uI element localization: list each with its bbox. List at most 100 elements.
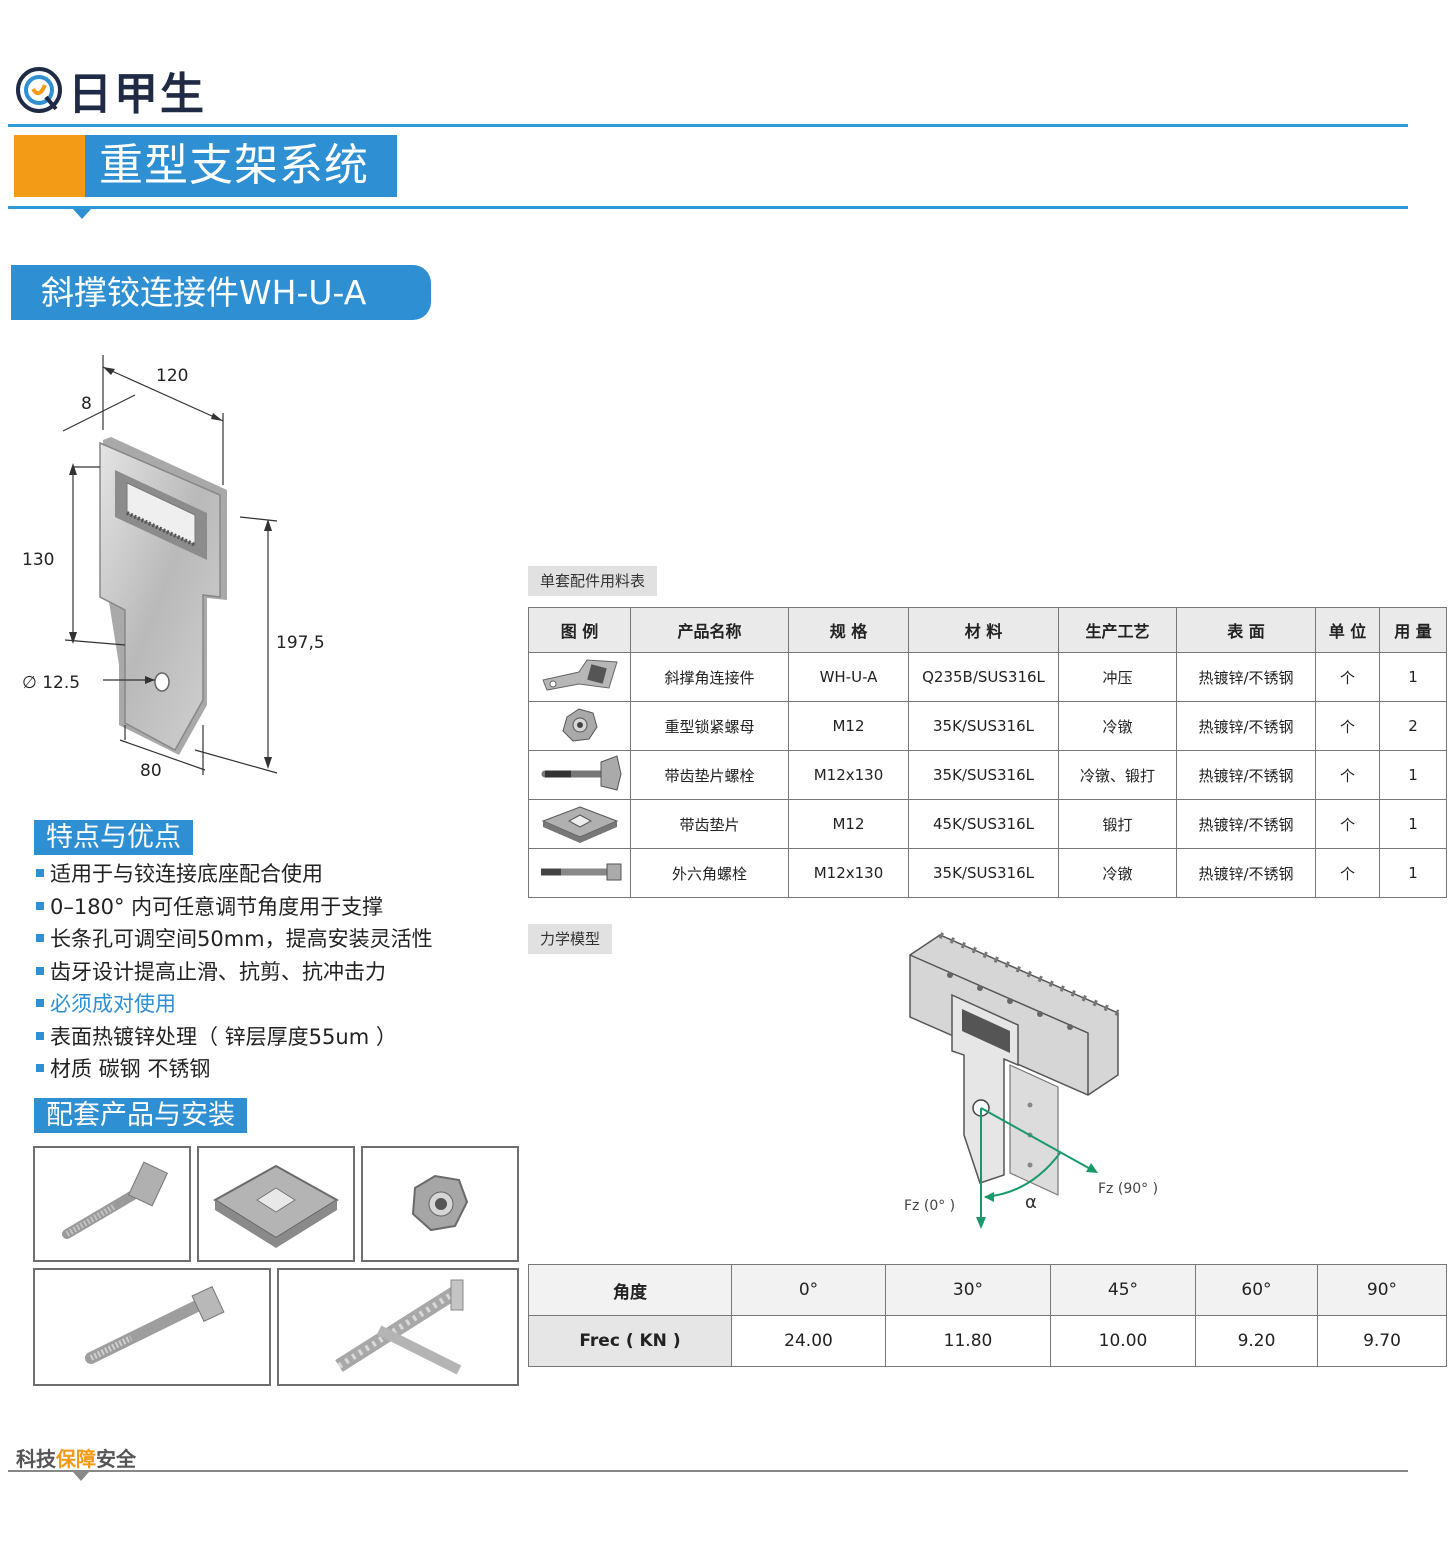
serrated-washer-icon xyxy=(541,806,618,843)
feature-item: 表面热镀锌处理（ 锌层厚度55um ） xyxy=(36,1021,506,1054)
cell-qty: 1 xyxy=(1379,848,1447,898)
cell-surface: 热镀锌/不锈钢 xyxy=(1176,652,1316,702)
accessories-title: 配套产品与安装 xyxy=(34,1098,247,1133)
materials-title: 单套配件用料表 xyxy=(528,566,658,596)
cell-spec: M12 xyxy=(788,799,909,849)
cell-name: 重型锁紧螺母 xyxy=(630,701,789,751)
serrated-bolt-icon xyxy=(541,755,622,791)
bullet-icon xyxy=(36,869,44,877)
force-value: 24.00 xyxy=(731,1315,886,1367)
table-row: Frec ( KN ) 24.00 11.80 10.00 9.20 9.70 xyxy=(528,1315,1447,1367)
col-header: 用 量 xyxy=(1379,607,1447,653)
cell-qty: 2 xyxy=(1379,701,1447,751)
cell-surface: 热镀锌/不锈钢 xyxy=(1176,750,1316,800)
title-accent-block xyxy=(14,135,85,197)
force-value: 11.80 xyxy=(885,1315,1051,1367)
cell-name: 斜撑角连接件 xyxy=(630,652,789,702)
cell-process: 冷镦 xyxy=(1058,701,1177,751)
footer-rule xyxy=(8,1470,1408,1472)
hinge-plate-icon xyxy=(541,659,618,691)
row-icon-cell xyxy=(528,701,631,751)
footer-caret-icon xyxy=(73,1472,89,1481)
mechanics-diagram xyxy=(909,932,1120,1229)
cell-spec: WH-U-A xyxy=(788,652,909,702)
row-icon-cell xyxy=(528,750,631,800)
force-value: 9.70 xyxy=(1317,1315,1447,1367)
dim-hole-diameter: ∅ 12.5 xyxy=(22,673,81,693)
brand-logo-icon xyxy=(16,67,62,113)
product-title: 斜撑铰连接件WH-U-A xyxy=(11,265,431,320)
dim-height: 130 xyxy=(22,550,55,570)
cell-qty: 1 xyxy=(1379,652,1447,702)
cell-qty: 1 xyxy=(1379,750,1447,800)
bullet-icon xyxy=(36,966,44,975)
header-bottom-rule xyxy=(8,206,1408,209)
mechanics-title: 力学模型 xyxy=(528,924,613,954)
features-title: 特点与优点 xyxy=(34,820,193,855)
serrated-bolt-icon xyxy=(62,1161,169,1239)
dim-total-height: 197,5 xyxy=(276,633,325,653)
table-header-row: 图 例 产品名称 规 格 材 料 生产工艺 表 面 单 位 用 量 xyxy=(528,607,1447,653)
cell-name: 外六角螺栓 xyxy=(630,848,789,898)
photo-installation xyxy=(277,1268,519,1386)
angle-value: 90° xyxy=(1317,1264,1447,1316)
dim-thickness: 8 xyxy=(81,394,92,414)
footer-slogan: 科技保障安全 xyxy=(16,1443,136,1472)
row-label: Frec ( KN ) xyxy=(528,1315,732,1367)
performance-table: 角度 0° 30° 45° 60° 90° Frec ( KN ) 24.00 … xyxy=(528,1264,1447,1367)
flange-nut-icon xyxy=(561,708,598,742)
cell-name: 带齿垫片螺栓 xyxy=(630,750,789,800)
angle-label: α xyxy=(1025,1192,1037,1213)
hex-bolt-icon xyxy=(540,863,621,881)
cell-name: 带齿垫片 xyxy=(630,799,789,849)
row-icon-cell xyxy=(528,799,631,849)
col-header: 生产工艺 xyxy=(1058,607,1177,653)
footer-part: 科技 xyxy=(16,1447,56,1471)
angle-value: 60° xyxy=(1195,1264,1318,1316)
brand: 日甲生 xyxy=(16,62,206,120)
cell-material: 35K/SUS316L xyxy=(908,701,1059,751)
cell-surface: 热镀锌/不锈钢 xyxy=(1176,701,1316,751)
cell-spec: M12x130 xyxy=(788,750,909,800)
cell-surface: 热镀锌/不锈钢 xyxy=(1176,799,1316,849)
cell-spec: M12 xyxy=(788,701,909,751)
cell-spec: M12x130 xyxy=(788,848,909,898)
force-value: 10.00 xyxy=(1050,1315,1196,1367)
cell-process: 锻打 xyxy=(1058,799,1177,849)
cell-qty: 1 xyxy=(1379,799,1447,849)
col-header: 材 料 xyxy=(908,607,1059,653)
photo-serrated-bolt xyxy=(33,1146,191,1262)
photo-serrated-washer xyxy=(197,1146,355,1262)
product-drawing xyxy=(62,355,278,775)
feature-item: 材质 碳钢 不锈钢 xyxy=(36,1053,506,1086)
table-row: 角度 0° 30° 45° 60° 90° xyxy=(528,1264,1447,1316)
cell-process: 冷镦 xyxy=(1058,848,1177,898)
cell-process: 冲压 xyxy=(1058,652,1177,702)
cell-material: 35K/SUS316L xyxy=(908,848,1059,898)
header-caret-icon xyxy=(73,209,91,219)
dim-width: 120 xyxy=(156,366,189,386)
row-icon-cell xyxy=(528,652,631,702)
photo-hex-bolt xyxy=(33,1268,271,1386)
hex-bolt-icon xyxy=(85,1285,225,1364)
col-header: 规 格 xyxy=(788,607,909,653)
col-header: 产品名称 xyxy=(630,607,789,653)
col-header: 单 位 xyxy=(1315,607,1380,653)
force-label-90: Fz (90° ) xyxy=(1098,1181,1159,1197)
cell-material: 35K/SUS316L xyxy=(908,750,1059,800)
materials-table: 图 例 产品名称 规 格 材 料 生产工艺 表 面 单 位 用 量 斜撑角连接件… xyxy=(528,607,1447,898)
row-icon-cell xyxy=(528,848,631,898)
table-row: 带齿垫片螺栓 M12x130 35K/SUS316L 冷镦、锻打 热镀锌/不锈钢… xyxy=(528,750,1447,800)
angle-value: 0° xyxy=(731,1264,886,1316)
bullet-icon xyxy=(36,934,44,942)
brand-name: 日甲生 xyxy=(68,69,206,120)
table-row: 带齿垫片 M12 45K/SUS316L 锻打 热镀锌/不锈钢 个 1 xyxy=(528,799,1447,849)
feature-item-highlight: 必须成对使用 xyxy=(36,988,506,1021)
cell-unit: 个 xyxy=(1315,848,1380,898)
cell-unit: 个 xyxy=(1315,701,1380,751)
photo-flange-nut xyxy=(361,1146,519,1262)
angle-value: 45° xyxy=(1050,1264,1196,1316)
table-row: 斜撑角连接件 WH-U-A Q235B/SUS316L 冲压 热镀锌/不锈钢 个… xyxy=(528,652,1447,702)
header-top-rule xyxy=(8,124,1408,127)
cell-material: 45K/SUS316L xyxy=(908,799,1059,849)
